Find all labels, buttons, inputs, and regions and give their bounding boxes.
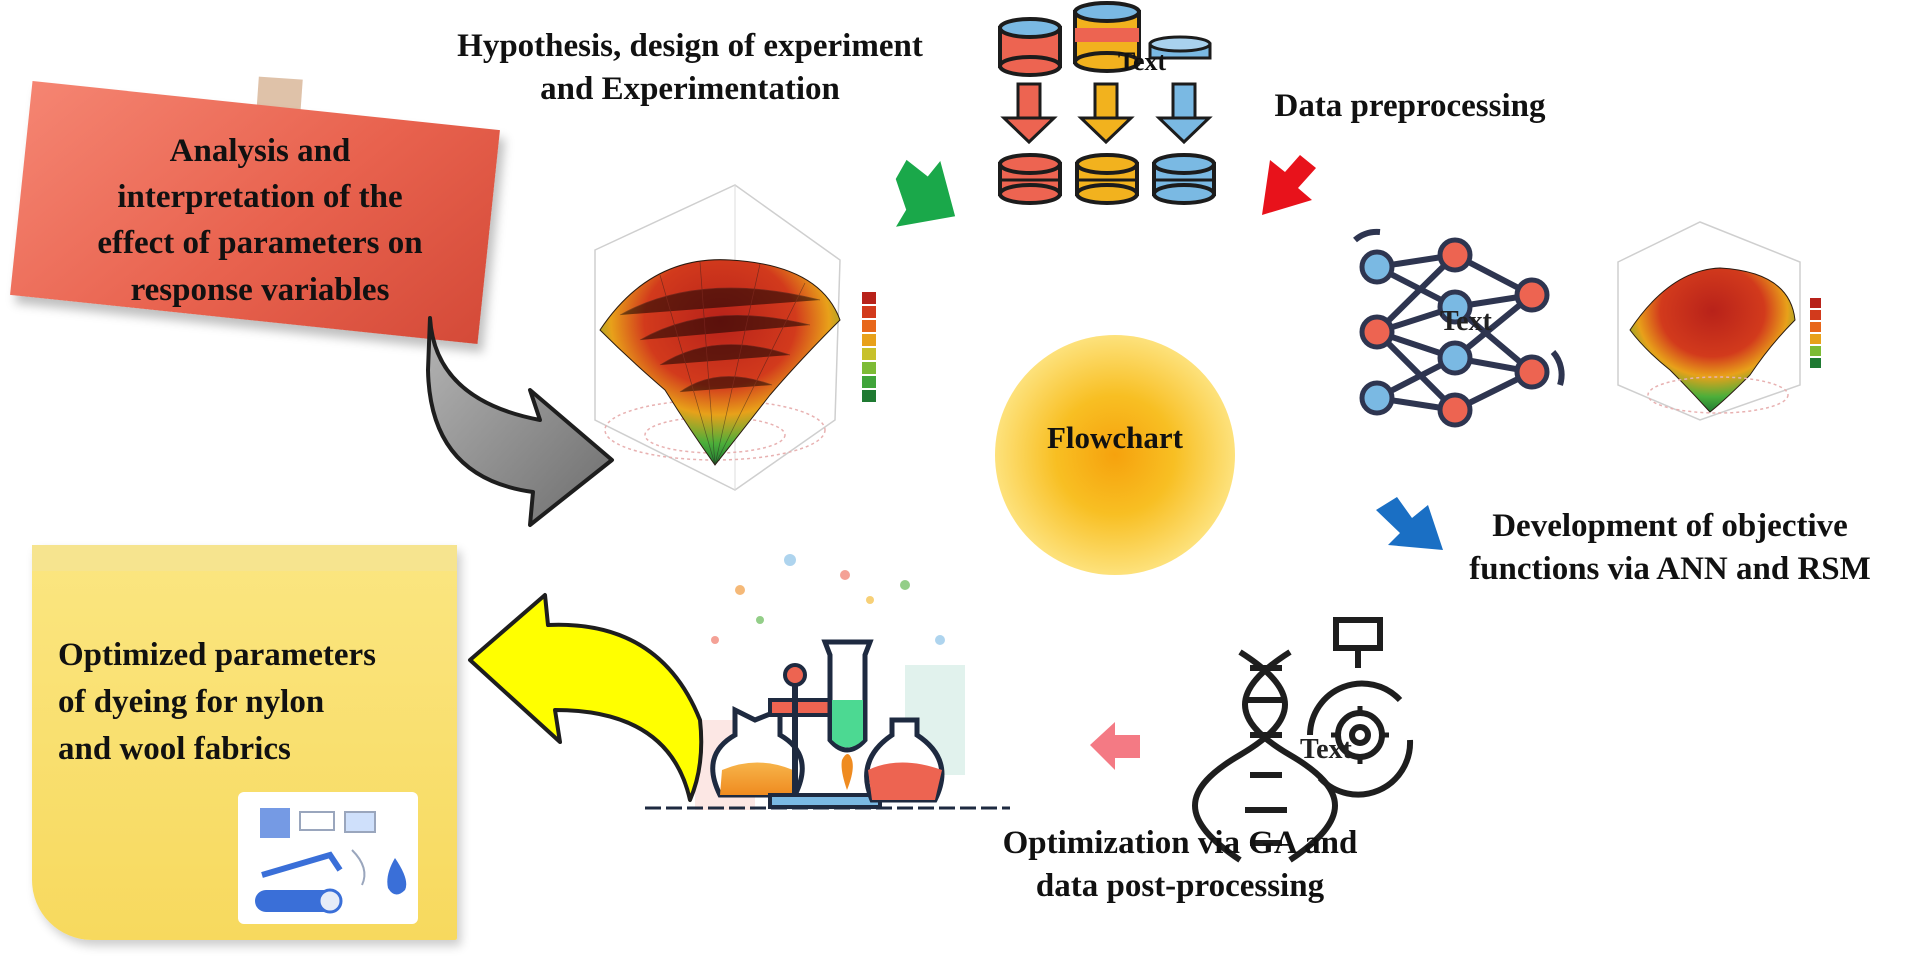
arrow-green [895, 159, 956, 227]
neural-network-icon: Text [1353, 228, 1565, 428]
arrow-yellow [468, 593, 704, 802]
arrow-pink [1090, 722, 1140, 770]
db-overlay-text: Text [1118, 47, 1166, 76]
step-result-label: Optimized parameters of dyeing for nylon… [58, 632, 438, 773]
step-analysis-line3: effect of parameters on [97, 225, 423, 262]
chemistry-flasks-icon [645, 554, 1010, 810]
step-analysis-line2: interpretation of the [117, 179, 403, 216]
dna-overlay-text: Text [1300, 734, 1353, 765]
dna-strand-1 [1192, 649, 1288, 863]
db-yellow-bottom [1075, 153, 1139, 205]
step-result-line1: Optimized parameters [58, 637, 376, 673]
db-arrow-blue [1155, 82, 1213, 145]
arrow-red [1262, 155, 1316, 215]
ann-overlay-text: Text [1440, 306, 1493, 337]
ann-arc-right [1550, 350, 1565, 386]
step-optimization-line2: data post-processing [1035, 867, 1325, 904]
step-analysis-label: Analysis and interpretation of the effec… [60, 128, 460, 313]
step-objective-label: Development of objective functions via A… [1440, 505, 1900, 591]
ann-arc-left [1353, 228, 1381, 243]
database-transform-icon: Text [998, 1, 1216, 205]
dna-gear-icon: Text [1192, 617, 1414, 863]
colorbar-left [862, 292, 876, 402]
db-red-top [998, 17, 1062, 77]
colorbar-right [1810, 298, 1821, 368]
arrow-blue [1376, 497, 1443, 550]
step-analysis-line1: Analysis and [169, 133, 351, 169]
db-arrow-yellow [1077, 82, 1135, 145]
stopwatch-button [1333, 617, 1383, 651]
step-experiment-label: Hypothesis, design of experiment and Exp… [415, 25, 965, 111]
dyeing-machine-icon [238, 792, 418, 924]
step-experiment-line2: and Experimentation [540, 70, 840, 107]
flowchart-title: Flowchart [1046, 420, 1184, 455]
step-objective-line2: functions via ANN and RSM [1469, 550, 1871, 587]
step-result-line3: and wool fabrics [58, 730, 291, 767]
step-optimization-label: Optimization via GA and data post-proces… [955, 822, 1405, 908]
step-analysis-line4: response variables [130, 271, 390, 308]
step-objective-line1: Development of objective [1492, 508, 1848, 544]
db-red-bottom [998, 153, 1062, 205]
dna-strand-2 [1242, 649, 1338, 863]
db-arrow-red [1000, 82, 1058, 145]
ann-nodes [1359, 237, 1550, 428]
cycle-arrow-bottom [1317, 739, 1414, 798]
step-result-line2: of dyeing for nylon [58, 683, 325, 720]
step-preprocessing-line1: Data preprocessing [1274, 88, 1546, 124]
result-note-strip [32, 545, 457, 571]
response-surface-plot-left [594, 184, 876, 491]
db-blue-top [1148, 35, 1212, 60]
arrow-gray [426, 316, 614, 527]
step-experiment-line1: Hypothesis, design of experiment [457, 28, 923, 64]
flowchart-circle [995, 335, 1235, 575]
step-optimization-line1: Optimization via GA and [1002, 825, 1358, 861]
db-blue-bottom [1152, 153, 1216, 205]
response-surface-plot-right [1617, 221, 1821, 421]
db-yellow-top [1073, 1, 1141, 73]
step-preprocessing-label: Data preprocessing [1250, 85, 1570, 128]
cycle-arrow-top [1307, 680, 1403, 736]
